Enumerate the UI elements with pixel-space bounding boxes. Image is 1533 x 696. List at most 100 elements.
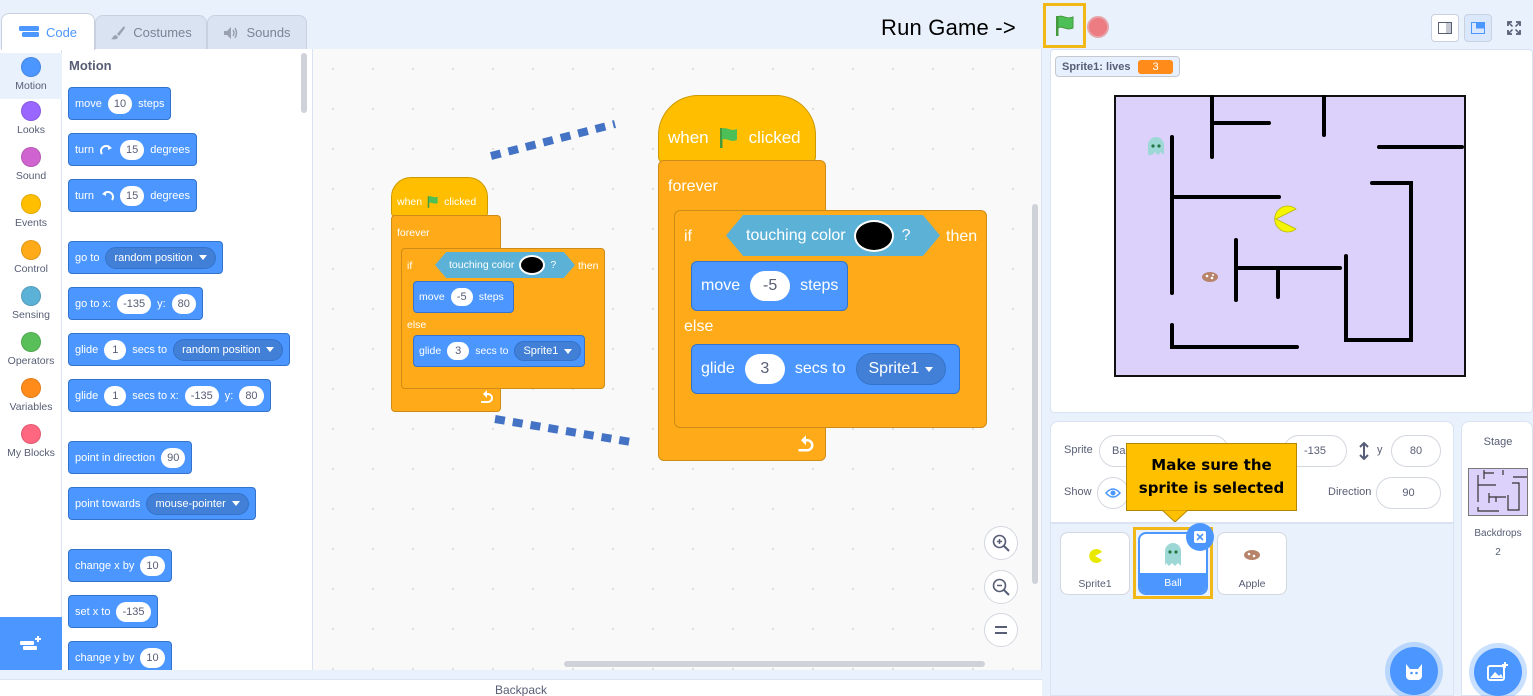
fullscreen-button[interactable] [1500,14,1528,42]
green-flag-icon [719,128,737,148]
secs-input[interactable]: 1 [104,339,127,360]
block-go-to[interactable]: go to random position [68,241,223,274]
touching-color-block[interactable]: touching color ? [435,252,575,278]
change-y-input[interactable]: 10 [140,647,165,668]
annotation-callout: Make sure the sprite is selected [1126,443,1297,511]
category-operators[interactable]: Operators [0,332,62,367]
category-motion[interactable]: Motion [0,53,62,99]
move-steps-block[interactable]: move -5 steps [413,281,514,313]
category-my-blocks[interactable]: My Blocks [0,424,62,459]
green-flag-button[interactable] [1043,3,1086,48]
workspace-scrollbar-horizontal[interactable] [564,661,985,667]
category-events[interactable]: Events [0,194,62,229]
block-glide-xy[interactable]: glide 1 secs to x: -135 y: 80 [68,379,271,412]
tab-code[interactable]: Code [1,13,95,50]
zoom-out-button[interactable] [984,570,1018,604]
add-extension-button[interactable] [0,617,62,670]
change-x-input[interactable]: 10 [140,555,165,576]
steps-input[interactable]: -5 [750,271,791,301]
my-blocks-dot-icon [21,424,41,444]
y-input[interactable]: 80 [239,385,264,406]
when-flag-clicked-block[interactable]: when clicked [391,177,488,217]
block-label: go to x: [75,297,112,310]
glide-to-block[interactable]: glide 3 secs to Sprite1 [413,335,585,367]
move-steps-block[interactable]: move -5 steps [691,261,848,311]
category-sound[interactable]: Sound [0,147,62,182]
when-flag-clicked-block[interactable]: when clicked [658,95,816,163]
rotate-left-icon [101,190,114,201]
run-game-annotation: Run Game -> [881,15,1016,40]
block-label: clicked [444,196,477,208]
block-go-to-xy[interactable]: go to x: -135 y: 80 [68,287,203,320]
x-input[interactable]: -135 [117,293,152,314]
steps-input[interactable]: 10 [107,93,133,114]
touching-color-block[interactable]: touching color ? [726,215,940,256]
block-label: if [684,228,692,245]
palette-scrollbar[interactable] [301,53,307,113]
block-label: steps [800,277,839,294]
backpack-bar[interactable]: Backpack [0,679,1042,696]
color-picker[interactable] [853,219,894,252]
backdrop-add-icon [1487,662,1508,681]
stage-panel[interactable] [1050,49,1533,413]
stage-selector[interactable]: Stage Backdrops 2 [1461,421,1533,696]
workspace-scrollbar-vertical[interactable] [1032,204,1038,584]
degrees-input[interactable]: 15 [119,185,145,206]
steps-input[interactable]: -5 [450,288,473,306]
code-workspace[interactable]: when clicked forever if else then touchi… [313,49,1042,670]
zoom-reset-button[interactable] [984,613,1018,647]
choose-sprite-button[interactable] [1390,647,1438,695]
block-label: then [946,228,978,245]
secs-input[interactable]: 3 [744,354,785,384]
large-stage-button[interactable] [1464,14,1492,42]
point-towards-dropdown[interactable]: mouse-pointer [146,492,249,515]
variable-monitor-lives: Sprite1: lives 3 [1055,56,1180,77]
block-glide-to[interactable]: glide 1 secs to random position [68,333,291,366]
block-point-towards[interactable]: point towards mouse-pointer [68,487,256,520]
delete-sprite-button[interactable] [1186,523,1214,551]
zoom-in-icon [992,534,1010,552]
tab-sounds-label: Sounds [246,25,291,40]
y-input[interactable]: 80 [171,293,196,314]
category-control[interactable]: Control [0,240,62,275]
block-label: move [701,277,741,294]
choose-backdrop-button[interactable] [1474,648,1522,696]
tab-costumes[interactable]: Costumes [95,15,207,49]
degrees-input[interactable]: 15 [119,139,145,160]
category-variables[interactable]: Variables [0,378,62,413]
zoom-in-button[interactable] [984,526,1018,560]
secs-input[interactable]: 3 [447,342,470,360]
block-turn-right[interactable]: turn 15 degrees [68,133,197,166]
secs-input[interactable]: 1 [104,385,127,406]
stage-canvas[interactable] [1114,95,1466,377]
glide-target-dropdown[interactable]: Sprite1 [514,341,582,361]
glide-to-block[interactable]: glide 3 secs to Sprite1 [691,344,960,394]
x-input[interactable]: -135 [184,385,219,406]
block-move-steps[interactable]: move 10 steps [68,87,172,120]
direction-input[interactable]: 90 [1376,477,1441,509]
stop-button[interactable] [1087,16,1109,38]
show-visible-toggle[interactable] [1097,477,1129,509]
block-change-x[interactable]: change x by 10 [68,549,172,582]
category-sensing[interactable]: Sensing [0,286,62,321]
glide-target-dropdown[interactable]: Sprite1 [855,353,947,385]
category-label: Events [14,217,48,229]
sprite-tile-sprite1[interactable]: Sprite1 [1060,532,1130,595]
category-looks[interactable]: Looks [0,101,62,136]
block-point-in-direction[interactable]: point in direction 90 [68,441,193,474]
sprite-tile-apple[interactable]: Apple [1217,532,1287,595]
set-x-input[interactable]: -135 [116,601,151,622]
direction-input[interactable]: 90 [161,447,186,468]
small-stage-button[interactable] [1431,14,1459,42]
block-label: point in direction [75,451,156,464]
close-icon [1196,533,1204,541]
glide-target-dropdown[interactable]: random position [173,338,284,361]
go-to-dropdown[interactable]: random position [105,246,216,269]
block-set-x[interactable]: set x to -135 [68,595,158,628]
tab-sounds[interactable]: Sounds [207,15,307,49]
block-change-y[interactable]: change y by 10 [68,641,172,670]
block-turn-left[interactable]: turn 15 degrees [68,179,197,212]
color-picker[interactable] [519,255,546,275]
operators-dot-icon [21,332,41,352]
y-position-input[interactable]: 80 [1391,435,1441,467]
